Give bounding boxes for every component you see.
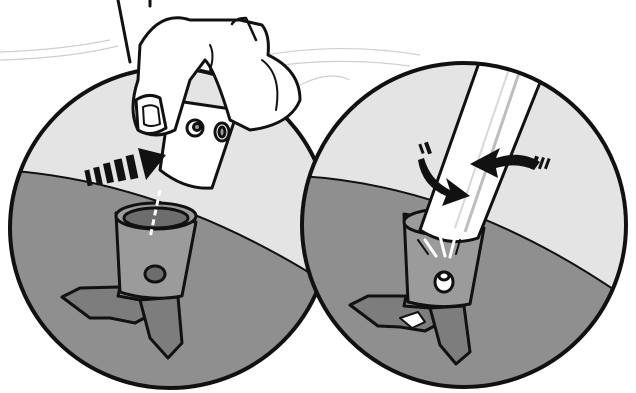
twist-lock-panel xyxy=(300,60,636,393)
insert-pole-panel xyxy=(0,0,350,393)
